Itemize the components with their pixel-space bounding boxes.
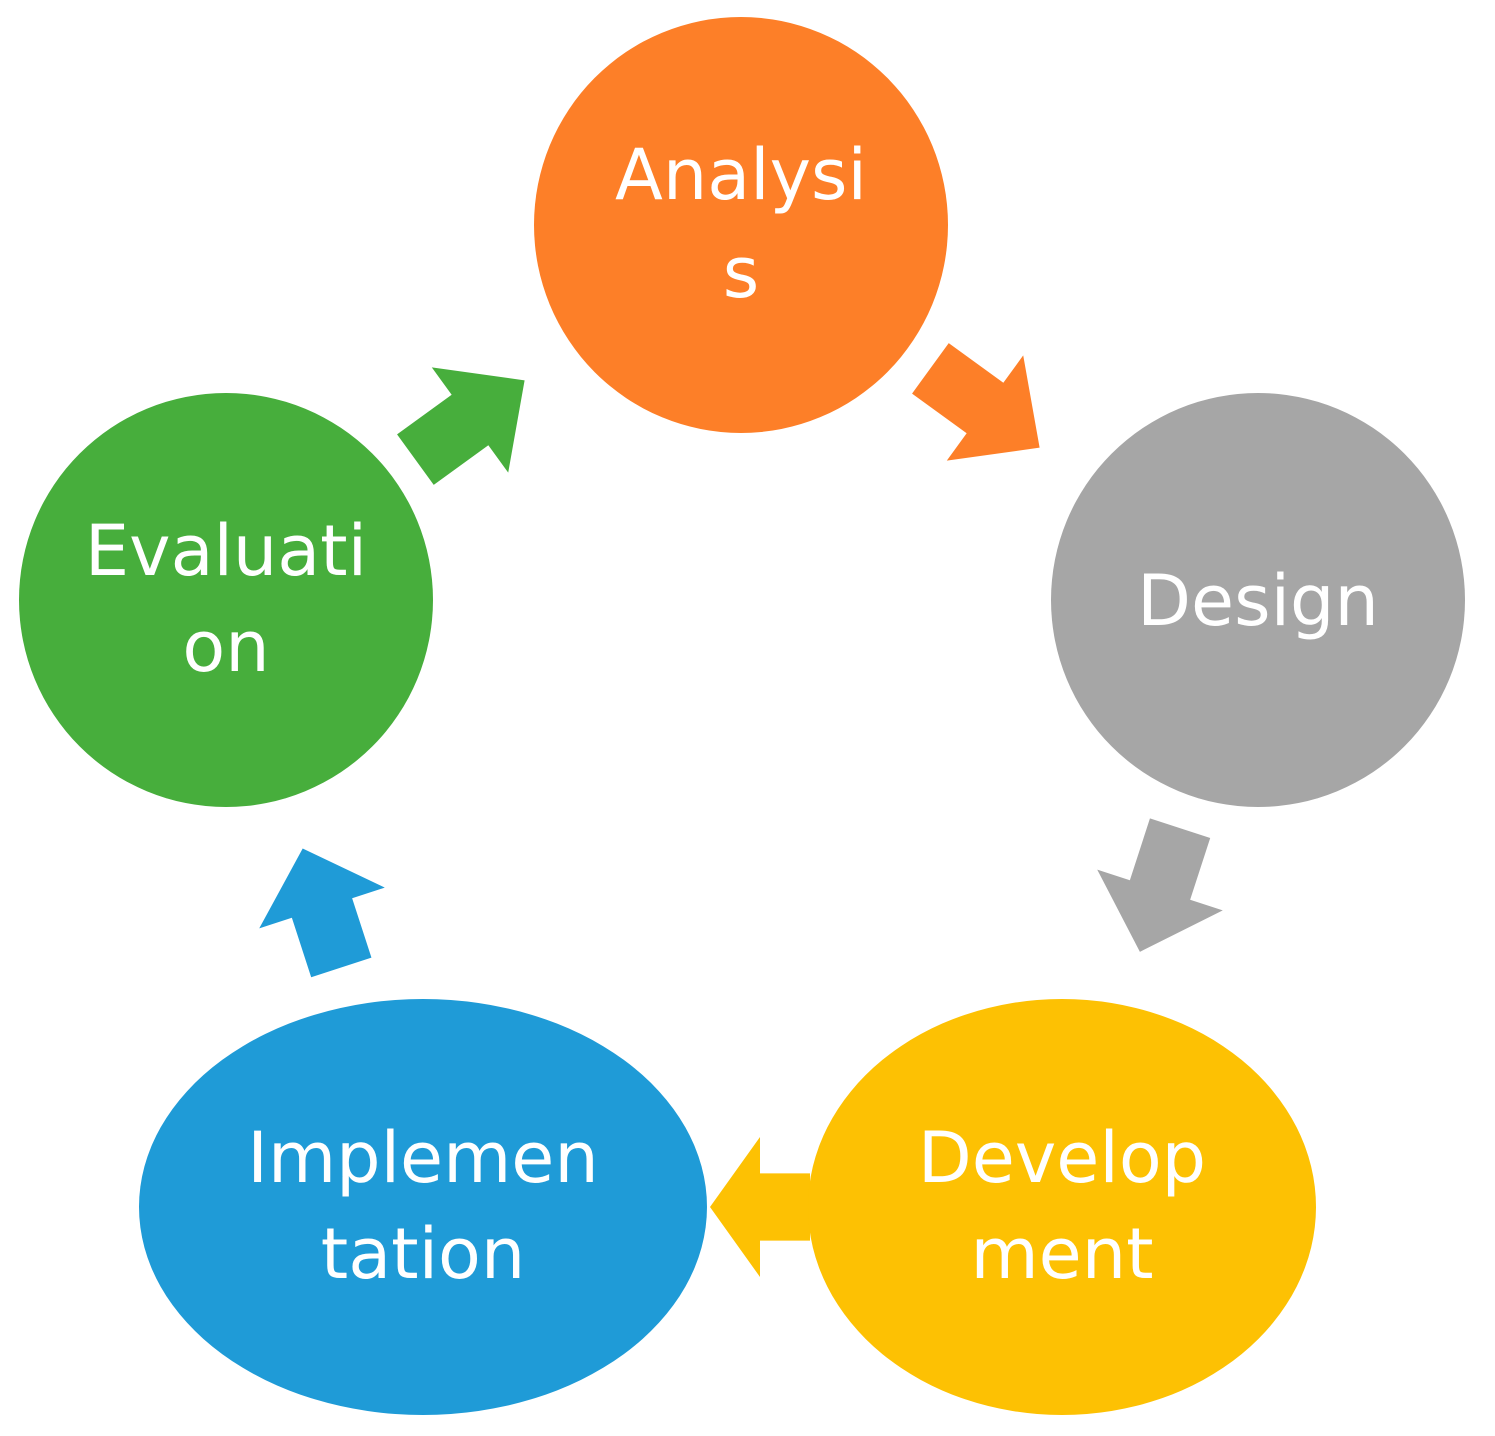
- arrow-implementation-to-evaluation: [259, 848, 385, 978]
- node-development: Develop ment: [808, 999, 1316, 1415]
- node-analysis-shape: [534, 17, 948, 433]
- node-analysis-label-line-2: s: [723, 232, 759, 314]
- node-design-label-line-1: Design: [1137, 560, 1379, 642]
- node-evaluation-label-line-1: Evaluati: [85, 510, 367, 592]
- node-design: Design: [1051, 393, 1465, 807]
- node-implementation-shape: [139, 999, 707, 1415]
- node-implementation-label-line-2: tation: [321, 1213, 525, 1295]
- node-analysis-label-line-1: Analysi: [615, 134, 867, 216]
- arrow-development-to-implementation: [710, 1137, 810, 1277]
- node-evaluation-shape: [19, 393, 433, 807]
- arrow-evaluation-to-analysis: [397, 367, 525, 485]
- node-evaluation: Evaluati on: [19, 393, 433, 807]
- node-design-shape: [1051, 393, 1465, 807]
- arrow-design-to-development: [1097, 818, 1223, 952]
- arrows: [259, 343, 1223, 1277]
- node-evaluation-label-line-2: on: [182, 606, 269, 688]
- node-development-label-line-1: Develop: [918, 1117, 1206, 1199]
- node-implementation: Implemen tation: [139, 999, 707, 1415]
- node-development-shape: [808, 999, 1316, 1415]
- node-implementation-label-line-1: Implemen: [247, 1117, 598, 1199]
- node-development-label-line-2: ment: [970, 1213, 1153, 1295]
- arrow-analysis-to-design: [912, 343, 1040, 461]
- node-analysis: Analysi s: [534, 17, 948, 433]
